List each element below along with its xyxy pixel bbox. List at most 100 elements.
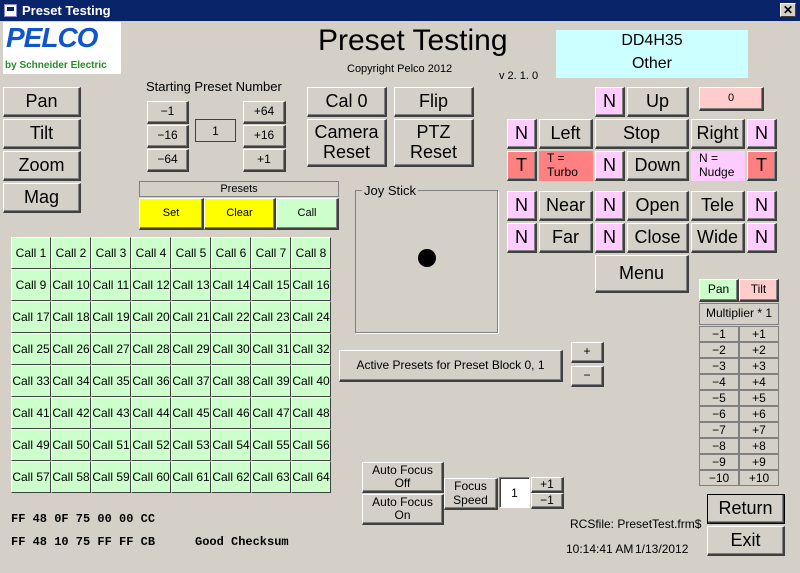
pan-button[interactable]: Pan <box>3 87 81 117</box>
multiplier-minus-4[interactable]: −4 <box>699 374 739 390</box>
active-presets-plus-button[interactable]: + <box>571 342 604 363</box>
focus-speed-minus-button[interactable]: −1 <box>531 493 564 509</box>
left-nudge-button[interactable]: N <box>507 119 537 149</box>
multiplier-plus-4[interactable]: +4 <box>739 374 779 390</box>
call-button-8[interactable]: Call 8 <box>291 237 331 269</box>
call-button-60[interactable]: Call 60 <box>131 461 171 493</box>
call-button-10[interactable]: Call 10 <box>51 269 91 301</box>
preset-minus64-button[interactable]: −64 <box>147 149 189 172</box>
near-nudge-button[interactable]: N <box>507 191 537 221</box>
far-nudge-button[interactable]: N <box>507 223 537 253</box>
multiplier-plus-2[interactable]: +2 <box>739 342 779 358</box>
multiplier-pan-button[interactable]: Pan <box>699 279 739 302</box>
call-button-36[interactable]: Call 36 <box>131 365 171 397</box>
call-button-17[interactable]: Call 17 <box>11 301 51 333</box>
multiplier-plus-6[interactable]: +6 <box>739 406 779 422</box>
call-button-46[interactable]: Call 46 <box>211 397 251 429</box>
call-button-32[interactable]: Call 32 <box>291 333 331 365</box>
call-button-50[interactable]: Call 50 <box>51 429 91 461</box>
call-button-16[interactable]: Call 16 <box>291 269 331 301</box>
call-button-28[interactable]: Call 28 <box>131 333 171 365</box>
multiplier-minus-8[interactable]: −8 <box>699 438 739 454</box>
call-button-21[interactable]: Call 21 <box>171 301 211 333</box>
call-preset-button[interactable]: Call <box>276 198 339 230</box>
call-button-12[interactable]: Call 12 <box>131 269 171 301</box>
up-button[interactable]: Up <box>627 87 689 117</box>
call-button-53[interactable]: Call 53 <box>171 429 211 461</box>
call-button-4[interactable]: Call 4 <box>131 237 171 269</box>
zoom-button[interactable]: Zoom <box>3 151 81 181</box>
focus-speed-value[interactable]: 1 <box>499 477 530 508</box>
multiplier-minus-2[interactable]: −2 <box>699 342 739 358</box>
exit-button[interactable]: Exit <box>707 526 785 556</box>
multiplier-minus-9[interactable]: −9 <box>699 454 739 470</box>
multiplier-minus-1[interactable]: −1 <box>699 326 739 342</box>
call-button-35[interactable]: Call 35 <box>91 365 131 397</box>
call-button-1[interactable]: Call 1 <box>11 237 51 269</box>
clear-preset-button[interactable]: Clear <box>204 198 276 230</box>
call-button-59[interactable]: Call 59 <box>91 461 131 493</box>
call-button-48[interactable]: Call 48 <box>291 397 331 429</box>
wide-nudge-button[interactable]: N <box>747 223 777 253</box>
close-nudge-button[interactable]: N <box>595 223 625 253</box>
multiplier-minus-6[interactable]: −6 <box>699 406 739 422</box>
call-button-24[interactable]: Call 24 <box>291 301 331 333</box>
far-button[interactable]: Far <box>539 223 593 253</box>
near-button[interactable]: Near <box>539 191 593 221</box>
multiplier-plus-7[interactable]: +7 <box>739 422 779 438</box>
call-button-33[interactable]: Call 33 <box>11 365 51 397</box>
call-button-20[interactable]: Call 20 <box>131 301 171 333</box>
right-turbo-button[interactable]: T <box>747 151 777 181</box>
call-button-19[interactable]: Call 19 <box>91 301 131 333</box>
call-button-11[interactable]: Call 11 <box>91 269 131 301</box>
call-button-26[interactable]: Call 26 <box>51 333 91 365</box>
call-button-47[interactable]: Call 47 <box>251 397 291 429</box>
close-button[interactable]: ✕ <box>780 3 796 17</box>
open-nudge-button[interactable]: N <box>595 191 625 221</box>
multiplier-plus-10[interactable]: +10 <box>739 470 779 486</box>
tilt-button[interactable]: Tilt <box>3 119 81 149</box>
call-button-41[interactable]: Call 41 <box>11 397 51 429</box>
right-nudge-button[interactable]: N <box>747 119 777 149</box>
call-button-51[interactable]: Call 51 <box>91 429 131 461</box>
call-button-52[interactable]: Call 52 <box>131 429 171 461</box>
call-button-38[interactable]: Call 38 <box>211 365 251 397</box>
call-button-5[interactable]: Call 5 <box>171 237 211 269</box>
call-button-34[interactable]: Call 34 <box>51 365 91 397</box>
call-button-3[interactable]: Call 3 <box>91 237 131 269</box>
call-button-64[interactable]: Call 64 <box>291 461 331 493</box>
left-turbo-button[interactable]: T <box>507 151 537 181</box>
call-button-9[interactable]: Call 9 <box>11 269 51 301</box>
call-button-63[interactable]: Call 63 <box>251 461 291 493</box>
call-button-57[interactable]: Call 57 <box>11 461 51 493</box>
call-button-29[interactable]: Call 29 <box>171 333 211 365</box>
call-button-44[interactable]: Call 44 <box>131 397 171 429</box>
left-button[interactable]: Left <box>539 119 593 149</box>
flip-button[interactable]: Flip <box>394 87 474 117</box>
active-presets-minus-button[interactable]: − <box>571 366 604 387</box>
up-nudge-button[interactable]: N <box>595 87 625 117</box>
multiplier-tilt-button[interactable]: Tilt <box>739 279 779 302</box>
call-button-62[interactable]: Call 62 <box>211 461 251 493</box>
wide-button[interactable]: Wide <box>691 223 745 253</box>
return-button[interactable]: Return <box>707 494 785 524</box>
call-button-37[interactable]: Call 37 <box>171 365 211 397</box>
focus-speed-plus-button[interactable]: +1 <box>531 477 564 493</box>
call-button-22[interactable]: Call 22 <box>211 301 251 333</box>
preset-plus16-button[interactable]: +16 <box>243 125 286 148</box>
right-button[interactable]: Right <box>691 119 745 149</box>
call-button-56[interactable]: Call 56 <box>291 429 331 461</box>
tele-button[interactable]: Tele <box>691 191 745 221</box>
call-button-42[interactable]: Call 42 <box>51 397 91 429</box>
multiplier-plus-3[interactable]: +3 <box>739 358 779 374</box>
call-button-45[interactable]: Call 45 <box>171 397 211 429</box>
call-button-2[interactable]: Call 2 <box>51 237 91 269</box>
joystick-handle[interactable] <box>418 249 436 267</box>
call-button-6[interactable]: Call 6 <box>211 237 251 269</box>
down-button[interactable]: Down <box>627 151 689 181</box>
multiplier-minus-10[interactable]: −10 <box>699 470 739 486</box>
preset-plus1-button[interactable]: +1 <box>243 149 286 172</box>
multiplier-plus-9[interactable]: +9 <box>739 454 779 470</box>
call-button-55[interactable]: Call 55 <box>251 429 291 461</box>
auto-focus-off-button[interactable]: Auto Focus Off <box>362 462 444 493</box>
